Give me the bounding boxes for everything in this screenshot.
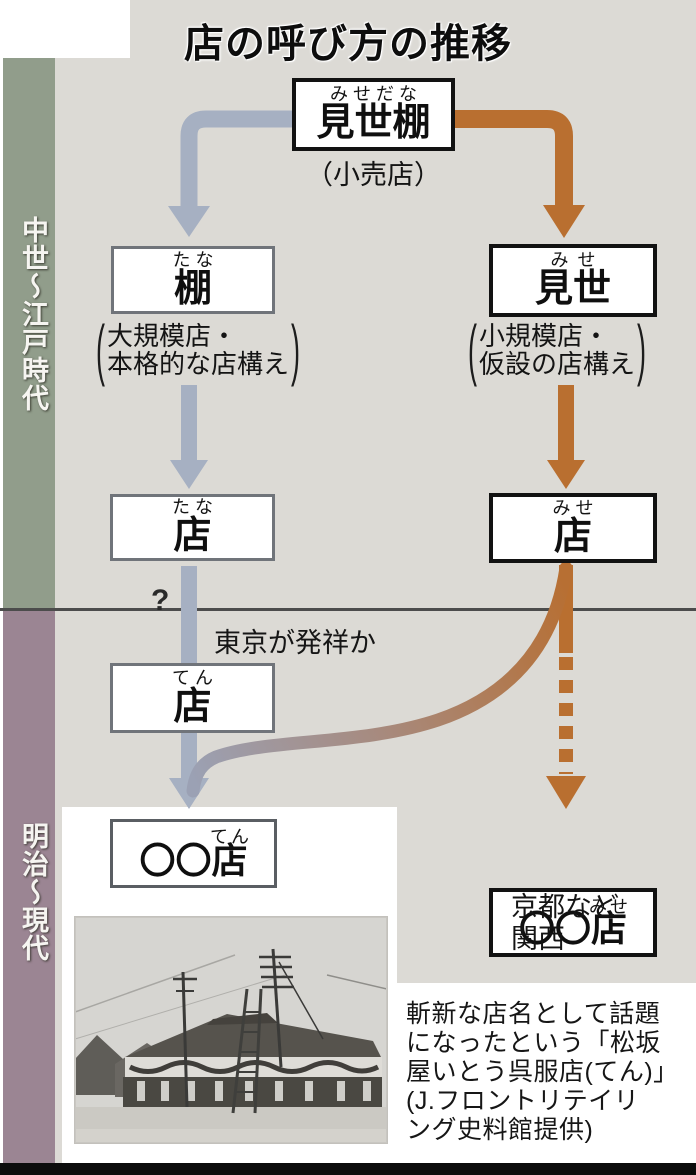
- bottom-bar: [0, 1163, 696, 1175]
- close-paren: ): [637, 312, 647, 388]
- arrow-misedana-to-mise: [455, 110, 573, 206]
- photo-roof: [125, 1014, 382, 1059]
- arrowhead-misedana-to-tana: [168, 206, 210, 237]
- label-mise: 見世: [534, 268, 611, 311]
- era-band-medieval-edo: [3, 58, 55, 609]
- photo-house: [75, 1035, 123, 1095]
- background-white-bottomright: [397, 983, 696, 1163]
- era-label-meiji-modern: 明治〜現代: [18, 822, 48, 962]
- background-white-topleft: [0, 0, 130, 58]
- node-tana: たな 棚: [111, 246, 275, 314]
- photo-pole-left: [173, 971, 197, 1108]
- label-mise-store: 店: [553, 515, 592, 558]
- open-paren: (: [468, 312, 477, 388]
- photo-foreground: [75, 1129, 387, 1143]
- label-tana-store: 店: [173, 515, 212, 558]
- photo-caption: 斬新な店名として話題 になったという「松坂 屋いとう呉服店(てん)」 (J.フロ…: [406, 1000, 679, 1144]
- photo-pole-tall: [259, 948, 324, 1068]
- node-ten-store: てん 店: [110, 663, 275, 733]
- era-divider-line: [0, 608, 696, 611]
- arrowhead-tana-to-tana-store: [170, 460, 208, 489]
- arrowhead-to-mise-maru-store: [546, 776, 586, 809]
- page-title: 店の呼び方の推移: [184, 22, 512, 66]
- node-misedana: みせだな 見世棚: [292, 78, 455, 151]
- label-tana: 棚: [173, 267, 212, 310]
- furigana-tana-store: たな: [172, 497, 218, 518]
- node-mise-maru-store: みせ 〇〇店: [489, 888, 657, 957]
- node-mise: みせ 見世: [489, 244, 657, 317]
- historic-photo: [74, 916, 388, 1144]
- close-paren: ): [291, 312, 301, 388]
- furigana-mise: みせ: [550, 250, 605, 271]
- mise-note-text: 小規模店・ 仮設の店構え: [479, 321, 636, 379]
- label-ten-maru-store: 〇〇店: [139, 840, 248, 882]
- kyoto-kansai-note: 京都など 関西: [511, 892, 619, 954]
- label-ten-store: 店: [173, 685, 212, 728]
- tokyo-origin-note: 東京が発祥か: [214, 628, 376, 658]
- arrow-misedana-to-tana: [180, 110, 292, 207]
- furigana-mise-store: みせ: [552, 497, 599, 518]
- era-label-medieval-edo: 中世〜江戸時代: [18, 216, 48, 412]
- node-mise-store: みせ 店: [489, 493, 657, 563]
- furigana-misedana: みせだな: [330, 84, 422, 105]
- arrowhead-mise-to-mise-store: [547, 460, 585, 489]
- misedana-subtitle: （小売店）: [306, 160, 441, 190]
- photo-wire: [75, 954, 236, 1013]
- photo-wire: [75, 974, 286, 1040]
- background-white-leftstrip: [0, 0, 3, 1163]
- open-paren: (: [96, 312, 105, 388]
- furigana-ten-maru-store: てん: [210, 827, 252, 847]
- node-ten-maru-store: てん 〇〇店: [110, 819, 277, 888]
- arrowhead-misedana-to-mise: [543, 205, 585, 238]
- node-tana-store: たな 店: [110, 494, 275, 561]
- furigana-mise-maru-store: みせ: [589, 897, 631, 917]
- photo-wire: [326, 974, 387, 990]
- furigana-tana: たな: [172, 249, 219, 270]
- label-mise-maru-store: 〇〇店: [518, 908, 627, 950]
- era-band-meiji-modern: [3, 611, 55, 1163]
- question-mark: ?: [151, 584, 170, 617]
- photo-pole-ladder: [231, 988, 263, 1114]
- tana-note: ( 大規模店・ 本格的な店構え ): [94, 315, 302, 385]
- furigana-ten-store: てん: [172, 667, 218, 688]
- label-misedana: 見世棚: [316, 102, 431, 145]
- mise-note: ( 小規模店・ 仮設の店構え ): [466, 315, 648, 385]
- curve-mise-store-to-ten-branch: [186, 561, 573, 798]
- tana-note-text: 大規模店・ 本格的な店構え: [107, 321, 290, 379]
